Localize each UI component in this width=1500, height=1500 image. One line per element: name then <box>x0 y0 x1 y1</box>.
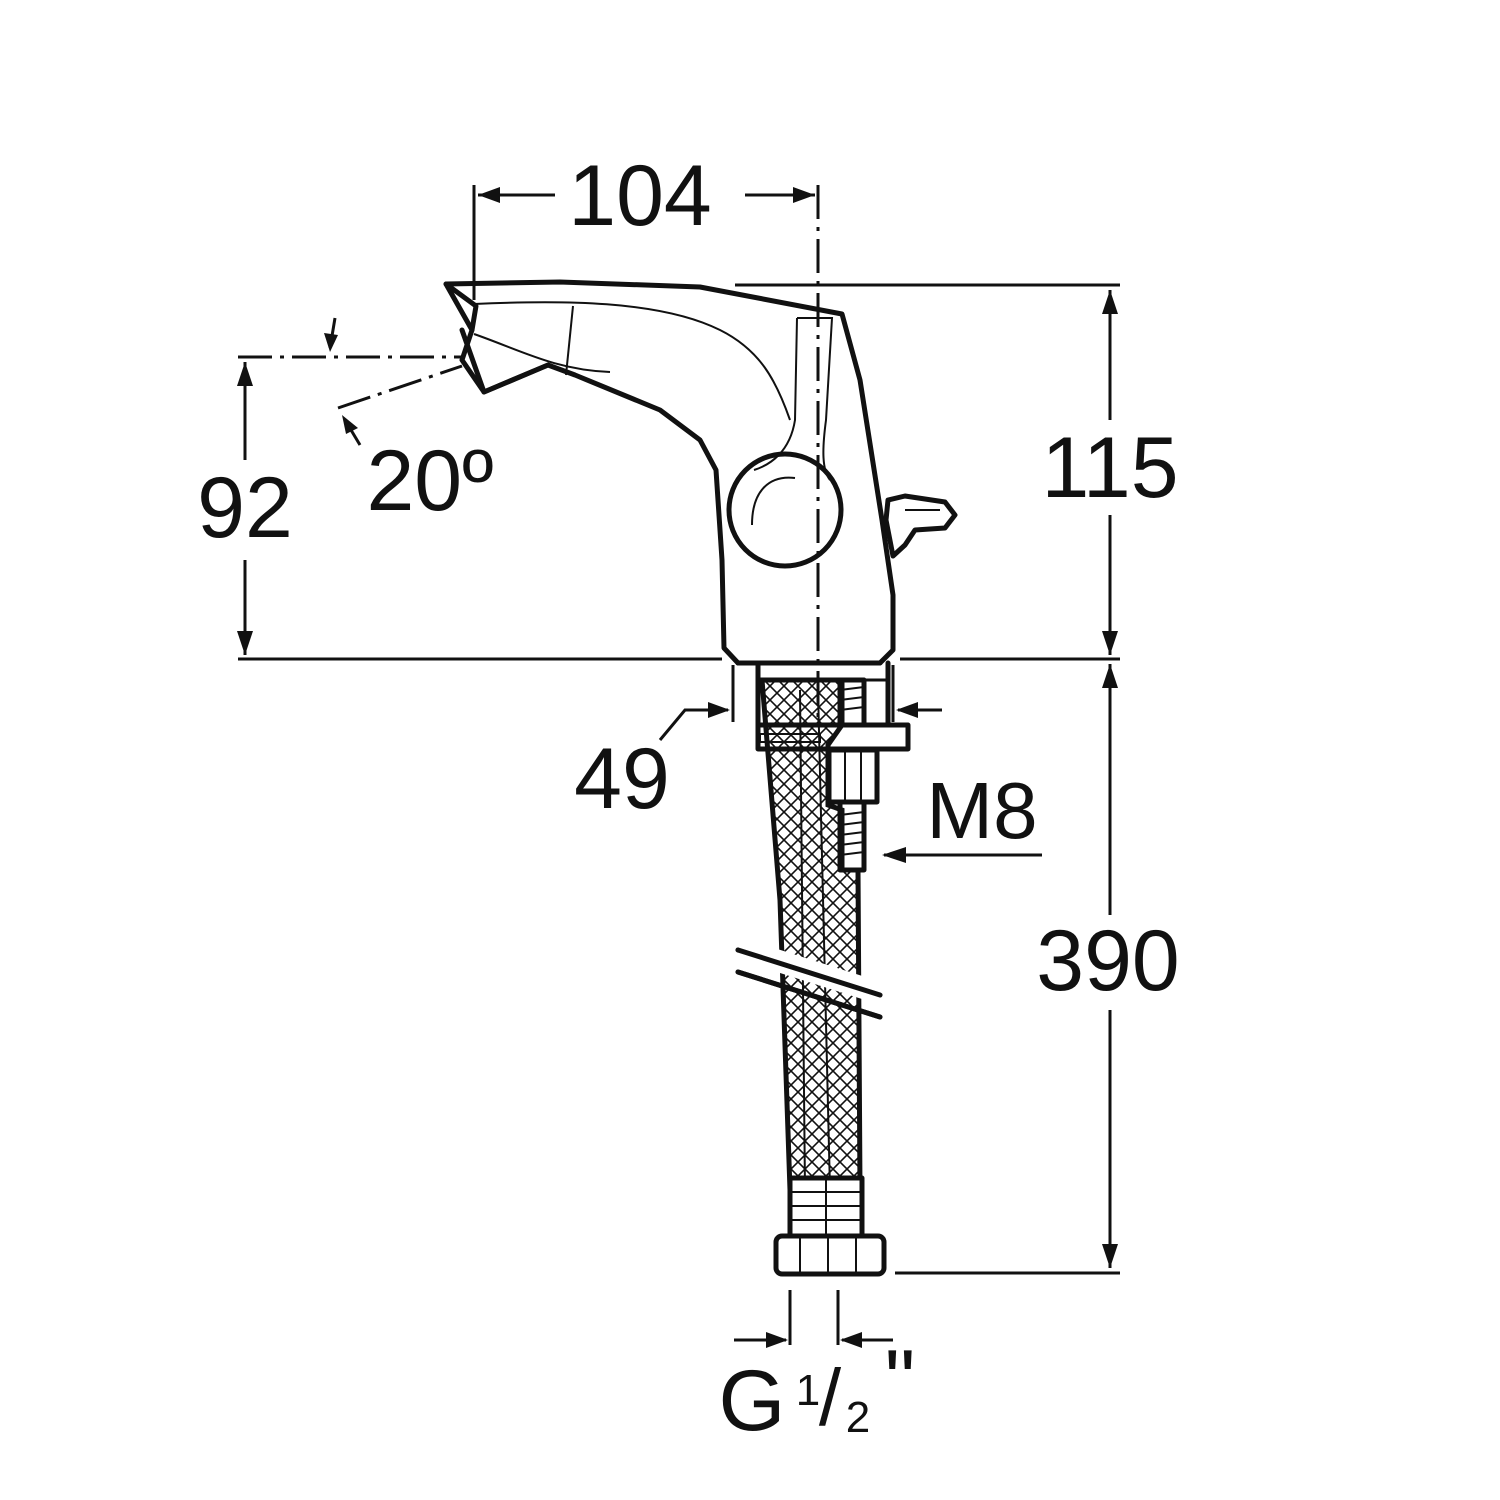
dim-spout-reach: 104 <box>472 148 815 300</box>
lever-ring <box>726 451 844 569</box>
label-fraction-num: 1 <box>796 1366 820 1415</box>
dim-outlet-height: 92 <box>197 355 722 661</box>
faucet-body <box>443 279 896 666</box>
label-49: 49 <box>574 731 670 827</box>
dim-connection: G 1 / 2 " <box>719 1290 916 1449</box>
label-g: G <box>719 1353 786 1449</box>
braided-hose <box>735 677 887 1277</box>
dim-spout-angle: 20º <box>324 317 494 529</box>
dim-hose-length: 390 <box>895 664 1180 1275</box>
label-m8: M8 <box>926 766 1037 855</box>
label-fraction-den: 2 <box>846 1393 870 1442</box>
label-fraction-slash: / <box>819 1353 842 1442</box>
dim-base-diameter: 49 <box>574 665 942 827</box>
label-104: 104 <box>568 148 712 244</box>
dim-total-height: 115 <box>735 283 1179 661</box>
label-390: 390 <box>1036 913 1180 1009</box>
popup-rod-lever <box>883 493 958 559</box>
label-inch: " <box>885 1333 916 1429</box>
dim-stud-thread: M8 <box>882 766 1042 863</box>
label-115: 115 <box>1041 420 1178 516</box>
label-20deg: 20º <box>366 433 493 529</box>
label-92: 92 <box>197 460 293 556</box>
